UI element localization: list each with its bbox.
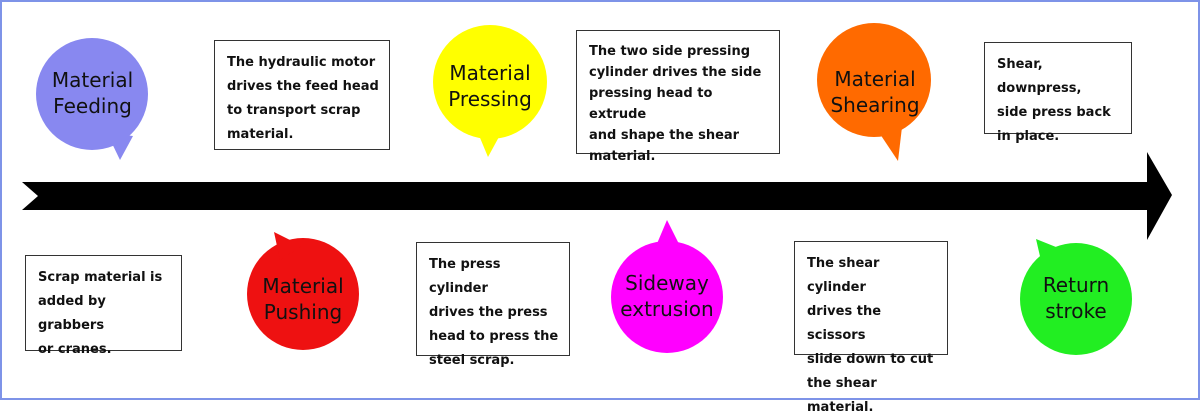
bubble-title-line1: Material	[834, 67, 916, 91]
bubble-title-line2: stroke	[1045, 299, 1107, 323]
step-material-pushing: Material Pushing	[246, 230, 360, 350]
step-material-shearing: Material Shearing	[816, 23, 934, 163]
speech-bubble-icon	[1020, 239, 1132, 355]
description-line: Scrap material is	[38, 270, 163, 285]
description-line: drives the scissors	[807, 304, 882, 343]
step-material-pressing: Material Pressing	[432, 25, 548, 157]
step-sideway-extrusion: Sideway extrusion	[610, 220, 724, 354]
bubble-title-line1: Material	[449, 61, 531, 85]
bubble-title-line1: Sideway	[625, 271, 709, 295]
bubble-circle	[36, 38, 148, 150]
description-line: pressing head to extrude	[589, 86, 713, 122]
bubble-title-line2: Feeding	[53, 94, 132, 118]
bubble-circle	[1020, 243, 1132, 355]
description-line: or cranes.	[38, 342, 112, 357]
bubble-circle	[817, 23, 931, 137]
bubble-title-line2: Pushing	[263, 300, 343, 324]
description-line: added by grabbers	[38, 294, 106, 333]
step-return-stroke: Return stroke	[1016, 237, 1136, 357]
description-line: slide down to cut	[807, 352, 934, 367]
bubble-title-line1: Return	[1042, 273, 1110, 297]
bubble-tail	[274, 232, 302, 260]
description-line: and shape the shear	[589, 128, 740, 143]
description-line: The shear cylinder	[807, 256, 880, 295]
bubble-tail	[107, 133, 133, 160]
step-material-feeding: Material Feeding	[35, 38, 150, 166]
description-line: Shear, downpress,	[997, 57, 1082, 96]
bubble-circle	[611, 241, 723, 353]
description-line: material.	[227, 127, 294, 142]
description-line: drives the feed head	[227, 79, 379, 94]
speech-bubble-icon	[433, 25, 547, 157]
description-line: The hydraulic motor	[227, 55, 376, 70]
bubble-circle	[247, 238, 359, 350]
description-line: The two side pressing	[589, 44, 751, 59]
description-box-feeding: The hydraulic motor drives the feed head…	[214, 40, 390, 150]
speech-bubble-icon	[611, 220, 723, 353]
description-box-scrap-input: Scrap material is added by grabbers or c…	[25, 255, 182, 357]
speech-bubble-icon	[36, 38, 148, 160]
description-box-extrusion: The two side pressing cylinder drives th…	[576, 30, 780, 164]
description-box-pressing: The press cylinder drives the press head…	[416, 242, 570, 368]
description-line: the shear material.	[807, 376, 877, 415]
description-line: drives the press	[429, 305, 548, 320]
bubble-title-line2: extrusion	[620, 297, 714, 321]
speech-bubble-icon	[817, 23, 931, 161]
bubble-circle	[433, 25, 547, 139]
description-line: to transport scrap	[227, 103, 361, 118]
description-box-return: Shear, downpress, side press back in pla…	[984, 42, 1132, 144]
description-line: head to press the	[429, 329, 559, 344]
bubble-title-line1: Material	[51, 68, 134, 92]
arrow-shaft-and-head	[22, 152, 1172, 240]
description-line: in place.	[997, 129, 1060, 144]
bubble-title-line2: Shearing	[830, 93, 920, 117]
description-line: cylinder drives the side	[589, 65, 762, 80]
bubble-title-line1: Material	[262, 274, 344, 298]
timeline-arrow	[22, 152, 1172, 240]
description-box-shearing: The shear cylinder drives the scissors s…	[794, 241, 948, 415]
bubble-tail	[656, 220, 680, 246]
description-line: side press back	[997, 105, 1111, 120]
bubble-tail	[1036, 239, 1066, 265]
bubble-tail	[878, 127, 902, 161]
description-line: The press cylinder	[429, 257, 501, 296]
description-line: steel scrap.	[429, 353, 515, 368]
description-line: material.	[589, 149, 656, 164]
bubble-title-line2: Pressing	[448, 87, 532, 111]
speech-bubble-icon	[247, 232, 359, 350]
bubble-tail	[478, 133, 500, 157]
